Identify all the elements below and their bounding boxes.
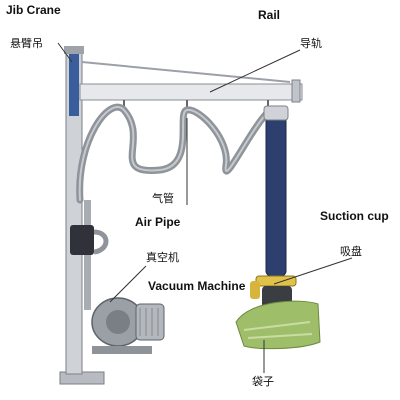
brace-rod — [81, 61, 291, 83]
rail-end — [291, 79, 301, 103]
label-bag-zh: 袋子 — [252, 375, 274, 388]
column-cap — [64, 46, 84, 54]
filter-canister — [70, 225, 94, 255]
leader-lines — [57, 42, 353, 373]
label-vacuum-machine-en: Vacuum Machine — [148, 279, 246, 293]
lift-tube — [265, 107, 287, 277]
label-air-pipe-zh: 气管 — [152, 192, 174, 205]
label-jib-crane-en: Jib Crane — [6, 3, 61, 17]
vacuum-motor — [135, 303, 165, 341]
label-suction-cup-zh: 吸盘 — [340, 245, 362, 258]
label-jib-crane-zh: 悬臂吊 — [10, 37, 43, 50]
column-blue-top — [69, 50, 79, 116]
pump-mount — [92, 346, 152, 354]
handle-grip — [250, 281, 260, 299]
bag — [235, 300, 321, 350]
label-rail-zh: 导轨 — [300, 37, 322, 50]
label-suction-cup-en: Suction cup — [320, 209, 389, 223]
handle — [255, 275, 297, 287]
label-rail-en: Rail — [258, 8, 281, 22]
label-vacuum-machine-zh: 真空机 — [146, 251, 179, 264]
lift-tube-cap — [263, 105, 289, 121]
rail-beam — [79, 83, 303, 101]
label-air-pipe-en: Air Pipe — [135, 215, 181, 229]
